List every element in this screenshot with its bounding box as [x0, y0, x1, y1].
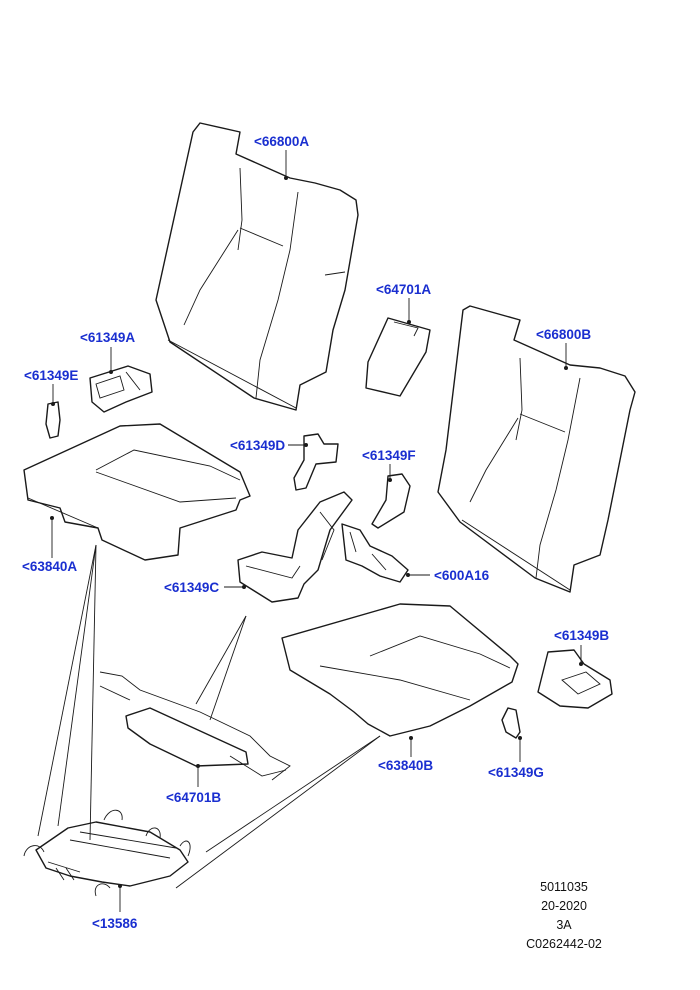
callout-61349b[interactable]: <61349B	[554, 628, 610, 643]
callout-13586[interactable]: <13586	[92, 916, 138, 931]
seat-cushion-a	[23, 423, 251, 561]
seat-cushion-b	[281, 603, 519, 737]
illustration-info: 5011035 20-2020 3A C0262442-02	[494, 878, 634, 954]
callout-61349d[interactable]: <61349D	[230, 438, 286, 453]
callout-61349c[interactable]: <61349C	[164, 580, 220, 595]
callout-63840a[interactable]: <63840A	[22, 559, 78, 574]
seat-back-cover-b	[437, 305, 636, 593]
callout-64701a[interactable]: <64701A	[376, 282, 432, 297]
headrest-panel-a	[365, 317, 431, 397]
callout-600a16[interactable]: <600A16	[434, 568, 490, 583]
bracket-61349f	[371, 473, 411, 529]
callout-63840b[interactable]: <63840B	[378, 758, 434, 773]
bracket-61349d	[293, 433, 339, 491]
bracket-61349g	[501, 707, 521, 739]
illustration-revision: 3A	[556, 918, 572, 932]
bracket-61349e	[45, 401, 61, 439]
spring-assembly-13586	[23, 809, 191, 897]
callout-61349g[interactable]: <61349G	[488, 765, 544, 780]
seat-back-cover-a	[155, 122, 359, 411]
leader-lines	[37, 150, 583, 912]
callout-66800a[interactable]: <66800A	[254, 134, 310, 149]
callout-66800b[interactable]: <66800B	[536, 327, 592, 342]
side-trim-61349c	[237, 491, 353, 603]
cushion-mat-64701b	[99, 671, 291, 781]
callout-61349e[interactable]: <61349E	[24, 368, 79, 383]
callout-64701b[interactable]: <64701B	[166, 790, 222, 805]
illustration-id: 5011035	[540, 880, 588, 894]
illustration-code: C0262442-02	[526, 937, 602, 951]
callout-61349f[interactable]: <61349F	[362, 448, 416, 463]
callout-61349a[interactable]: <61349A	[80, 330, 136, 345]
bracket-600a16	[341, 523, 409, 583]
bracket-61349b	[537, 649, 613, 709]
illustration-date: 20-2020	[541, 899, 587, 913]
bracket-61349a	[89, 365, 153, 413]
